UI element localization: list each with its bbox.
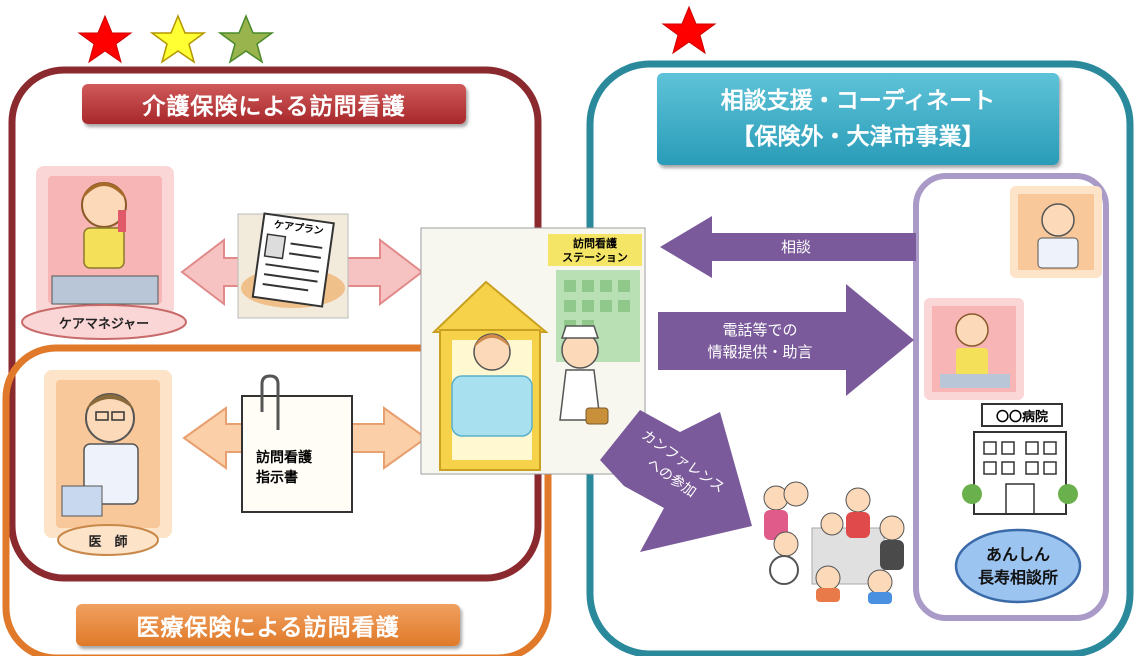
nursing-station-illustration (420, 227, 646, 475)
station-sign-line1: 訪問看護 (573, 237, 617, 250)
coordination-banner: 相談支援・コーディネート 【保険外・大津市事業】 (657, 73, 1059, 165)
info-arrow (658, 284, 914, 396)
info-arrow-text: 電話等での 情報提供・助言 (670, 318, 850, 364)
medical-insurance-banner-text: 医療保険による訪問看護 (136, 615, 400, 641)
care-insurance-banner-text: 介護保険による訪問看護 (142, 94, 406, 120)
care-insurance-banner: 介護保険による訪問看護 (82, 84, 466, 124)
star-icon-4 (661, 5, 717, 55)
coordination-banner-line2: 【保険外・大津市事業】 (731, 124, 985, 150)
hospital-sign: 〇〇病院 (995, 409, 1048, 425)
instruction-doc-line2: 指示書 (256, 470, 298, 486)
stars-row (77, 5, 717, 64)
care-manager-illustration (36, 166, 174, 316)
care-manager-pill-bg (21, 304, 187, 340)
anshin-center-name: あんしん 長寿相談所 (958, 542, 1078, 590)
anshin-center-line1: あんしん (985, 545, 1050, 564)
hospital-illustration (962, 403, 1078, 515)
doctor-illustration (44, 370, 172, 538)
info-arrow-line1: 電話等での (722, 321, 798, 339)
medical-insurance-banner: 医療保険による訪問看護 (76, 604, 460, 646)
instruction-document (241, 374, 353, 513)
medical-insurance-frame (2, 344, 552, 656)
doctor-pill-bg (57, 524, 159, 556)
info-arrow-line2: 情報提供・助言 (707, 343, 813, 361)
anshin-center-line2: 長寿相談所 (977, 568, 1058, 587)
consult-arrow (660, 216, 916, 278)
facility-caremanager-illustration (924, 298, 1024, 400)
consult-arrow-text: 相談 (780, 238, 811, 256)
coordination-banner-line1: 相談支援・コーディネート (720, 88, 996, 114)
conference-people-illustration (763, 481, 905, 604)
star-icon-2 (149, 14, 207, 64)
star-icon-3 (217, 14, 275, 64)
facility-doctor-illustration (1010, 186, 1102, 278)
anshin-center-oval (954, 528, 1082, 604)
instruction-document-text: 訪問看護 指示書 (250, 446, 350, 490)
care-manager-label: ケアマネジャー (58, 316, 150, 332)
conference-arrow (600, 410, 752, 552)
doctor-label: 医 師 (88, 534, 128, 550)
instruction-doc-line1: 訪問看護 (256, 450, 312, 466)
station-sign-line2: ステーション (562, 251, 628, 264)
star-icon-1 (77, 14, 133, 64)
station-sign: 訪問看護 ステーション (548, 236, 642, 266)
care-plan-document (237, 212, 349, 319)
